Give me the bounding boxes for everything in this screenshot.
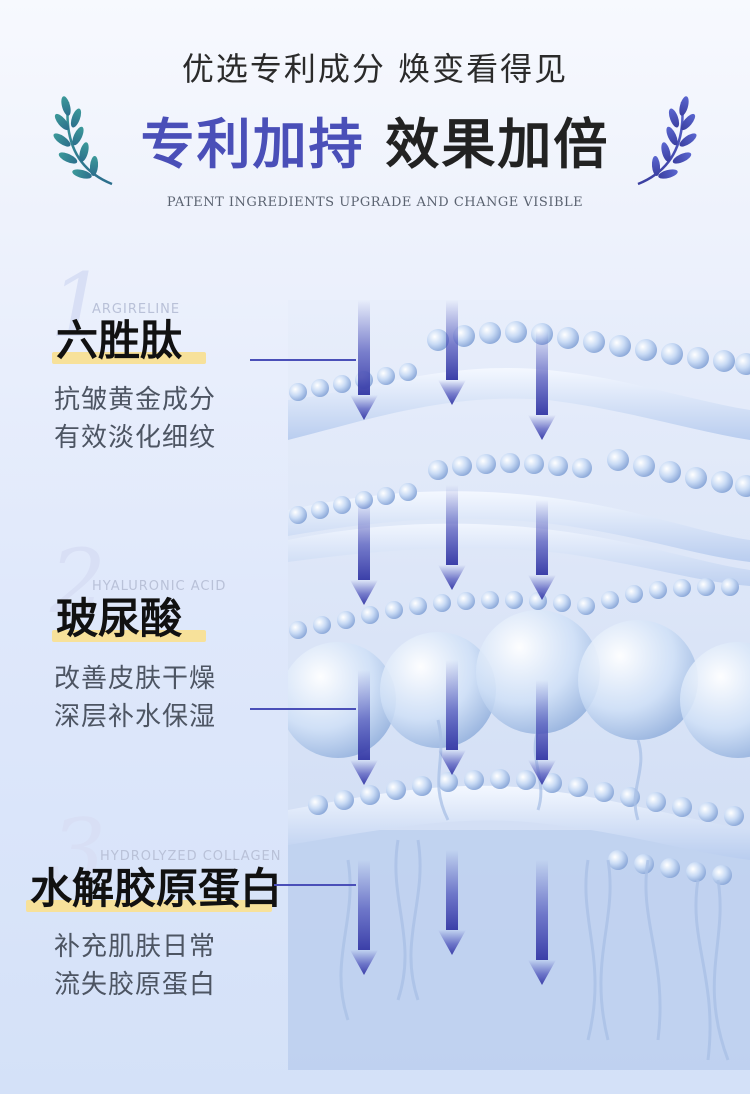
ingredient-2-highlight [52, 630, 206, 642]
ingredient-2-desc-line2: 深层补水保湿 [54, 702, 217, 732]
tagline: 优选专利成分 焕变看得见 [181, 50, 569, 88]
ingredient-1-number: 1 [50, 254, 106, 357]
ingredient-3-number: 3 [50, 800, 106, 903]
ingredient-1-english: ARGIRELINE [92, 302, 181, 317]
ingredient-2-number: 2 [50, 530, 106, 633]
laurel-wreath-icon-left [53, 96, 113, 186]
laurel-wreath-icon-right [637, 96, 697, 186]
skin-layers-svg [288, 300, 750, 1070]
ingredient-3-desc-line1: 补充肌肤日常 [54, 932, 217, 962]
ingredient-2-desc: 改善皮肤干燥深层补水保湿 [54, 660, 216, 736]
ingredient-3-highlight [26, 900, 272, 912]
main-title: 专利加持 效果加倍 [0, 100, 750, 179]
ingredient-3-desc: 补充肌肤日常流失胶原蛋白 [54, 928, 216, 1004]
subtitle: PATENT INGREDIENTS UPGRADE AND CHANGE VI… [166, 195, 584, 210]
ingredient-1-highlight [52, 352, 206, 364]
ingredient-2-desc-line1: 改善皮肤干燥 [54, 664, 217, 694]
skin-layers-illustration [288, 300, 750, 1070]
ingredient-1-name: 六胜肽 [56, 316, 183, 365]
ingredient-3-pointer-line [274, 884, 356, 886]
ingredient-2-english: HYALURONIC ACID [92, 579, 227, 594]
title-part1: 专利加持 [140, 113, 365, 176]
ingredient-3-desc-line2: 流失胶原蛋白 [54, 970, 217, 1000]
ingredient-1-pointer-line [250, 359, 356, 361]
ingredient-2-name: 玻尿酸 [56, 594, 183, 643]
ingredient-1-desc-line1: 抗皱黄金成分 [54, 385, 217, 415]
ingredient-3-name: 水解胶原蛋白 [30, 864, 283, 913]
ingredient-2-pointer-line [250, 708, 356, 710]
ingredient-1-desc-line2: 有效淡化细纹 [54, 423, 217, 453]
ingredient-3-english: HYDROLYZED COLLAGEN [100, 849, 282, 864]
ingredient-1-desc: 抗皱黄金成分有效淡化细纹 [54, 381, 216, 457]
title-part2: 效果加倍 [385, 113, 610, 176]
